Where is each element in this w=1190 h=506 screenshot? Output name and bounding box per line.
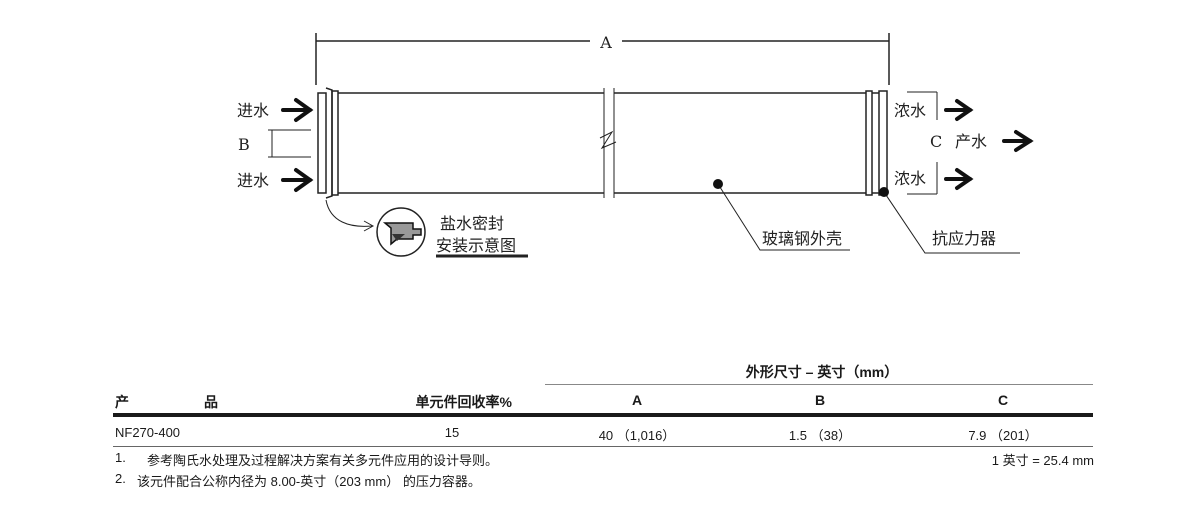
unit-conversion: 1 英寸 = 25.4 mm (991, 453, 1094, 468)
dimensions-group-header: 外形尺寸 – 英寸（mm） (745, 364, 899, 380)
brine-seal-detail-icon (376, 207, 426, 257)
feed-label-top: 进水 (237, 101, 269, 120)
header-product-1: 产 (115, 394, 129, 410)
row-rule (113, 446, 1093, 447)
cell-b: 1.5 （38） (788, 428, 852, 443)
header-recovery: 单元件回收率% (415, 394, 512, 410)
cell-product: NF270-400 (115, 425, 181, 440)
cell-recovery: 15 (444, 425, 460, 440)
header-product-2: 品 (204, 394, 218, 410)
anti-telescoping-marker-dot (879, 187, 889, 197)
shell-marker-dot (713, 179, 723, 189)
feed-label-bottom: 进水 (237, 171, 269, 190)
header-rule (113, 413, 1093, 417)
brine-seal-label-line2: 安装示意图 (436, 236, 516, 255)
anti-telescoping-label: 抗应力器 (932, 229, 996, 248)
dimension-b-label: B (238, 135, 250, 154)
brine-seal-label-line1: 盐水密封 (440, 214, 504, 233)
header-a: A (631, 392, 643, 408)
cell-a: 40 （1,016） (598, 428, 676, 443)
shell-label: 玻璃钢外壳 (762, 229, 842, 248)
flow-arrow-icons (281, 98, 1034, 192)
membrane-element-diagram: A B C 进水 进水 浓水 浓水 产水 盐水密封 安装示意图 玻璃钢外壳 抗应… (237, 32, 1034, 258)
concentrate-label-top: 浓水 (894, 101, 926, 120)
header-b: B (814, 392, 826, 408)
note-2-number: 2. (115, 471, 126, 486)
concentrate-label-bottom: 浓水 (894, 169, 926, 188)
group-header-divider (545, 384, 1093, 385)
note-1-text: 参考陶氏水处理及过程解决方案有关多元件应用的设计导则。 (147, 453, 499, 468)
note-1-number: 1. (115, 450, 126, 465)
permeate-label: 产水 (955, 132, 987, 151)
header-c: C (997, 392, 1009, 408)
dimension-a-label: A (599, 33, 612, 52)
dimension-c-label: C (930, 132, 942, 151)
note-2-text: 该元件配合公称内径为 8.00-英寸（203 mm） 的压力容器。 (137, 474, 481, 489)
cell-c: 7.9 （201） (968, 428, 1038, 443)
